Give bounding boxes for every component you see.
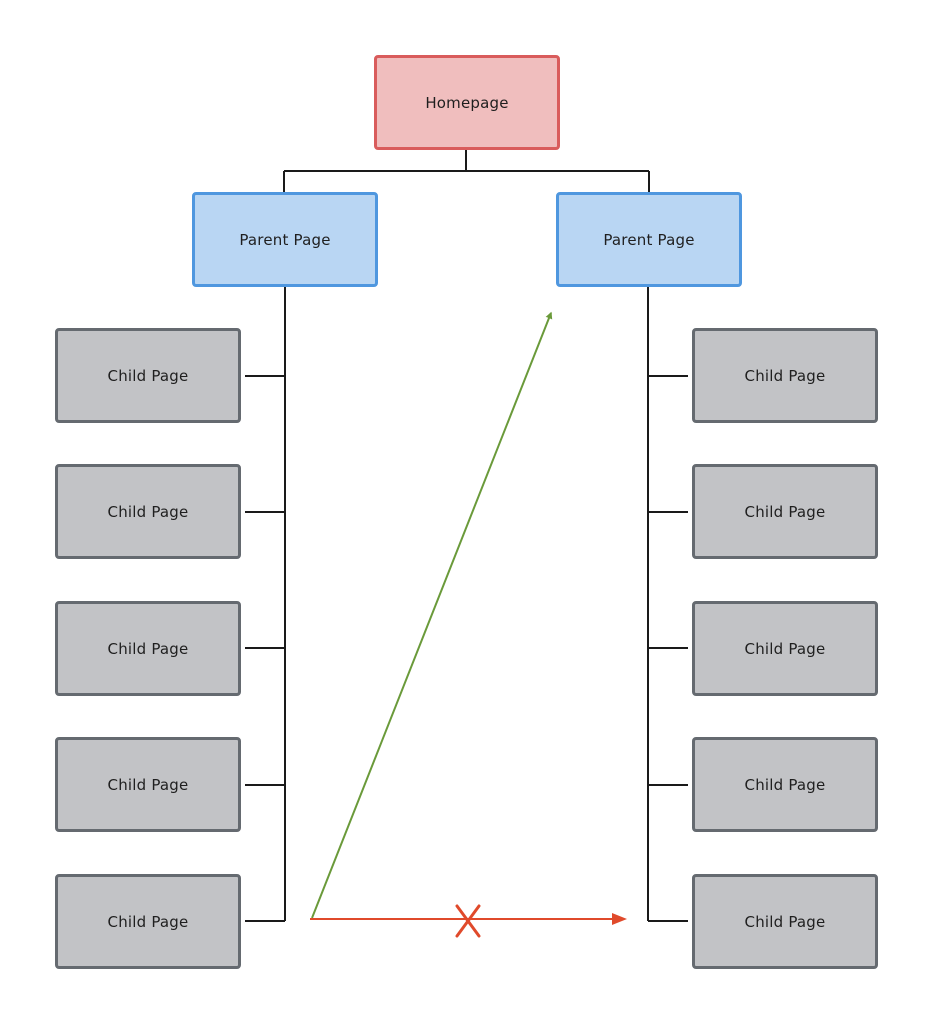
blocked-link-arrowhead — [612, 913, 627, 925]
homepage-node[interactable]: Homepage — [374, 55, 560, 150]
child-node-left-3[interactable]: Child Page — [55, 601, 241, 696]
child-label: Child Page — [107, 775, 189, 794]
child-label: Child Page — [107, 912, 189, 931]
child-label: Child Page — [744, 502, 826, 521]
child-label: Child Page — [107, 366, 189, 385]
parent-label: Parent Page — [239, 230, 331, 249]
child-node-left-5[interactable]: Child Page — [55, 874, 241, 969]
child-node-right-4[interactable]: Child Page — [692, 737, 878, 832]
child-label: Child Page — [744, 775, 826, 794]
child-label: Child Page — [107, 502, 189, 521]
child-label: Child Page — [744, 912, 826, 931]
homepage-label: Homepage — [425, 93, 509, 112]
child-node-left-1[interactable]: Child Page — [55, 328, 241, 423]
allowed-link-arrow — [311, 311, 553, 919]
child-node-left-2[interactable]: Child Page — [55, 464, 241, 559]
child-node-right-3[interactable]: Child Page — [692, 601, 878, 696]
child-node-right-1[interactable]: Child Page — [692, 328, 878, 423]
child-node-right-2[interactable]: Child Page — [692, 464, 878, 559]
child-node-right-5[interactable]: Child Page — [692, 874, 878, 969]
parent-node-right[interactable]: Parent Page — [556, 192, 742, 287]
blocked-cross-icon — [455, 904, 481, 938]
parent-node-left[interactable]: Parent Page — [192, 192, 378, 287]
child-label: Child Page — [744, 366, 826, 385]
child-label: Child Page — [744, 639, 826, 658]
child-node-left-4[interactable]: Child Page — [55, 737, 241, 832]
parent-label: Parent Page — [603, 230, 695, 249]
child-label: Child Page — [107, 639, 189, 658]
